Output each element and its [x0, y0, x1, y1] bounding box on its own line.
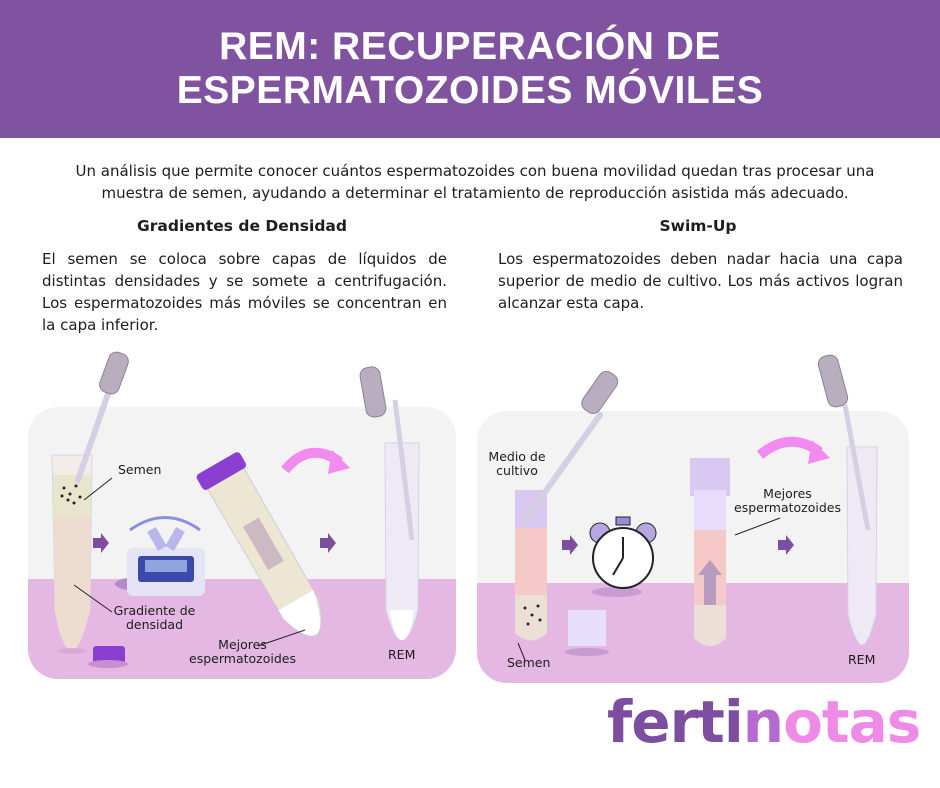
centrifuge-tube-icon	[196, 452, 322, 637]
arrow-right-icon	[93, 533, 109, 553]
alarm-clock-icon	[589, 516, 657, 597]
label-semen: Semen	[118, 462, 162, 477]
arrow-right-icon	[562, 535, 578, 555]
intro-text: Un análisis que permite conocer cuántos …	[75, 162, 875, 202]
section-title-swimup: Swim-Up	[659, 217, 737, 235]
section-description-gradients: El semen se coloca sobre capas de líquid…	[42, 250, 447, 334]
tube-cap-icon	[568, 610, 606, 646]
fertinotas-logo: fertinotas	[607, 688, 921, 756]
tube-cap-icon	[93, 646, 125, 664]
pipette-icon	[522, 370, 619, 523]
title-line-1: REM: RECUPERACIÓN DE	[219, 25, 721, 68]
title-line-2: ESPERMATOZOIDES MÓVILES	[176, 69, 764, 112]
swimup-illustration-panel	[477, 411, 909, 683]
centrifuge-tube-icon	[51, 454, 93, 654]
label-rem-swimup: REM	[848, 652, 876, 667]
test-tube-icon	[690, 458, 730, 646]
panel-floor	[477, 583, 909, 683]
title-banner: REM: RECUPERACIÓN DE ESPERMATOZOIDES MÓV…	[0, 0, 940, 138]
arrow-right-icon	[320, 533, 336, 553]
pipette-icon	[75, 351, 129, 483]
section-title-gradients: Gradientes de Densidad	[137, 217, 347, 235]
rem-tube-icon	[817, 354, 878, 646]
label-semen-swimup: Semen	[507, 655, 551, 670]
label-rem-gradient: REM	[388, 647, 416, 662]
sperm-cluster-icon	[60, 484, 82, 505]
section-description-swimup: Los espermatozoides deben nadar hacia un…	[498, 250, 903, 312]
arrow-right-icon	[778, 535, 794, 555]
centrifuge-icon	[115, 516, 205, 596]
page-title: REM: RECUPERACIÓN DE ESPERMATOZOIDES MÓV…	[177, 25, 763, 113]
rem-tube-icon	[359, 366, 420, 641]
